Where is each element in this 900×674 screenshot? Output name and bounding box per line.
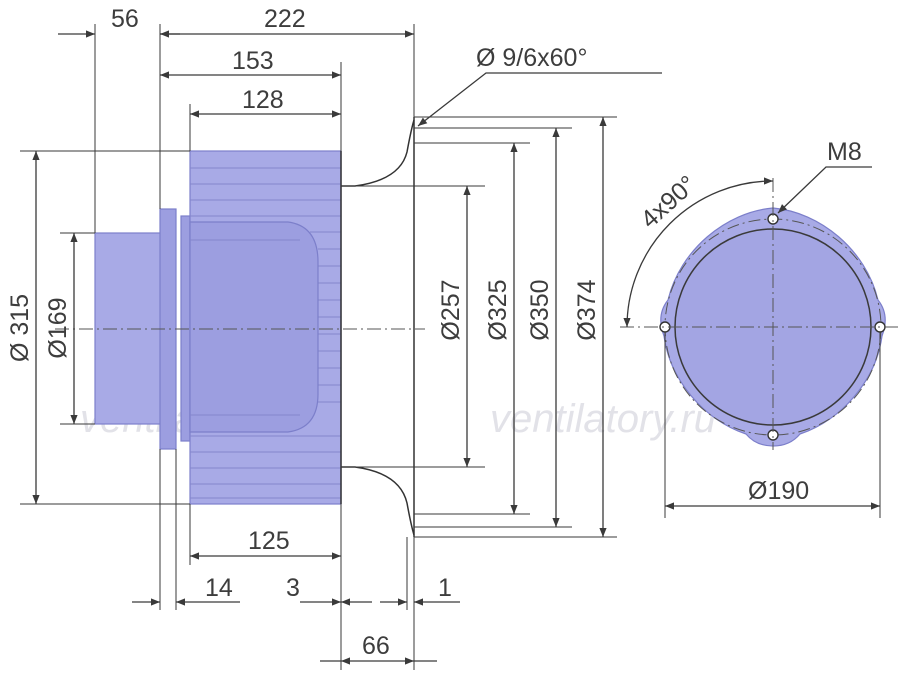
- impeller-dome: [189, 221, 319, 433]
- dim-m8: M8: [827, 138, 862, 166]
- dim-56: 56: [111, 5, 139, 33]
- inlet-nozzle-top: [341, 119, 415, 187]
- dim-128: 128: [242, 86, 284, 114]
- dim-169: Ø169: [44, 297, 72, 358]
- dim-190: Ø190: [748, 477, 809, 505]
- impeller-blades: [190, 167, 341, 499]
- dim-125: 125: [248, 527, 290, 555]
- extension-lines: [20, 24, 617, 670]
- dimension-lines: [32, 30, 662, 665]
- dim-hole-callout: Ø 9/6x60°: [476, 44, 587, 72]
- front-view: [620, 166, 898, 518]
- dim-257: Ø257: [437, 279, 465, 340]
- dim-374: Ø374: [573, 279, 601, 340]
- dim-153: 153: [232, 47, 274, 75]
- side-view: [94, 117, 415, 537]
- dim-315: Ø 315: [6, 294, 34, 362]
- dimension-labels: 56 222 153 128 125 14 3 1 66 Ø 9/6x60° Ø…: [6, 5, 601, 660]
- dim-3: 3: [286, 574, 300, 602]
- dim-222: 222: [264, 5, 306, 33]
- dim-350: Ø350: [526, 279, 554, 340]
- dim-14: 14: [205, 574, 233, 602]
- inlet-nozzle-bottom: [341, 466, 415, 536]
- dim-325: Ø325: [484, 279, 512, 340]
- dim-66: 66: [362, 632, 390, 660]
- dim-1: 1: [438, 574, 452, 602]
